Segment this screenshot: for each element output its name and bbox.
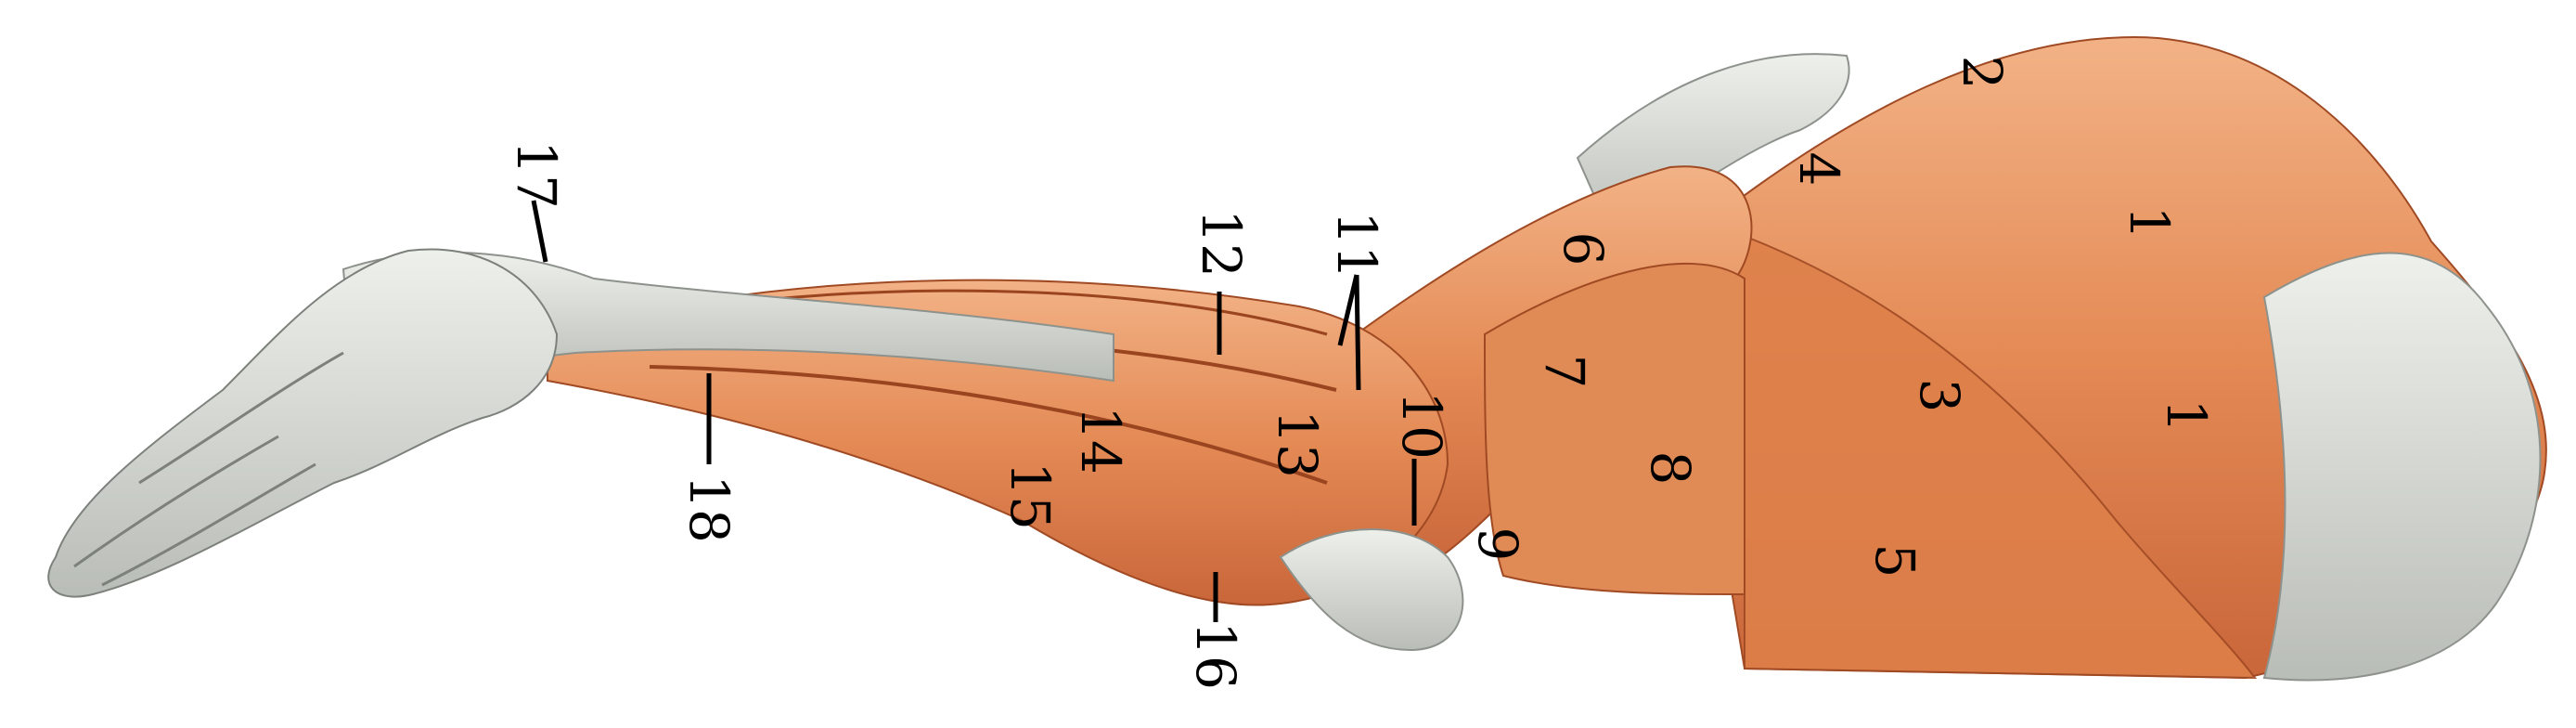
label-1-upper: 1 [2118,205,2181,240]
leader-lines [531,200,1417,622]
label-17: 17 [505,140,568,209]
label-18: 18 [677,474,741,543]
label-15: 15 [998,462,1062,530]
label-16: 16 [1184,621,1247,690]
muscle-8-9 [1483,262,1745,596]
label-14: 14 [1069,406,1132,474]
label-2: 2 [1951,55,2014,90]
label-5: 5 [1863,543,1926,578]
label-13: 13 [1266,410,1329,478]
label-3: 3 [1908,378,1971,413]
label-6: 6 [1552,231,1615,266]
paw [47,248,559,598]
label-10: 10 [1390,391,1453,460]
label-11: 11 [1325,211,1388,280]
label-7: 7 [1533,354,1596,389]
muscle-sheet-3-5 [1706,221,2258,680]
label-8: 8 [1639,450,1702,486]
elbow-tendon [1279,528,1464,652]
label-12: 12 [1190,209,1253,278]
label-1-lower: 1 [2155,398,2218,434]
label-4: 4 [1787,151,1850,187]
scapular-cartilage [2262,252,2542,682]
label-9: 9 [1466,526,1529,562]
